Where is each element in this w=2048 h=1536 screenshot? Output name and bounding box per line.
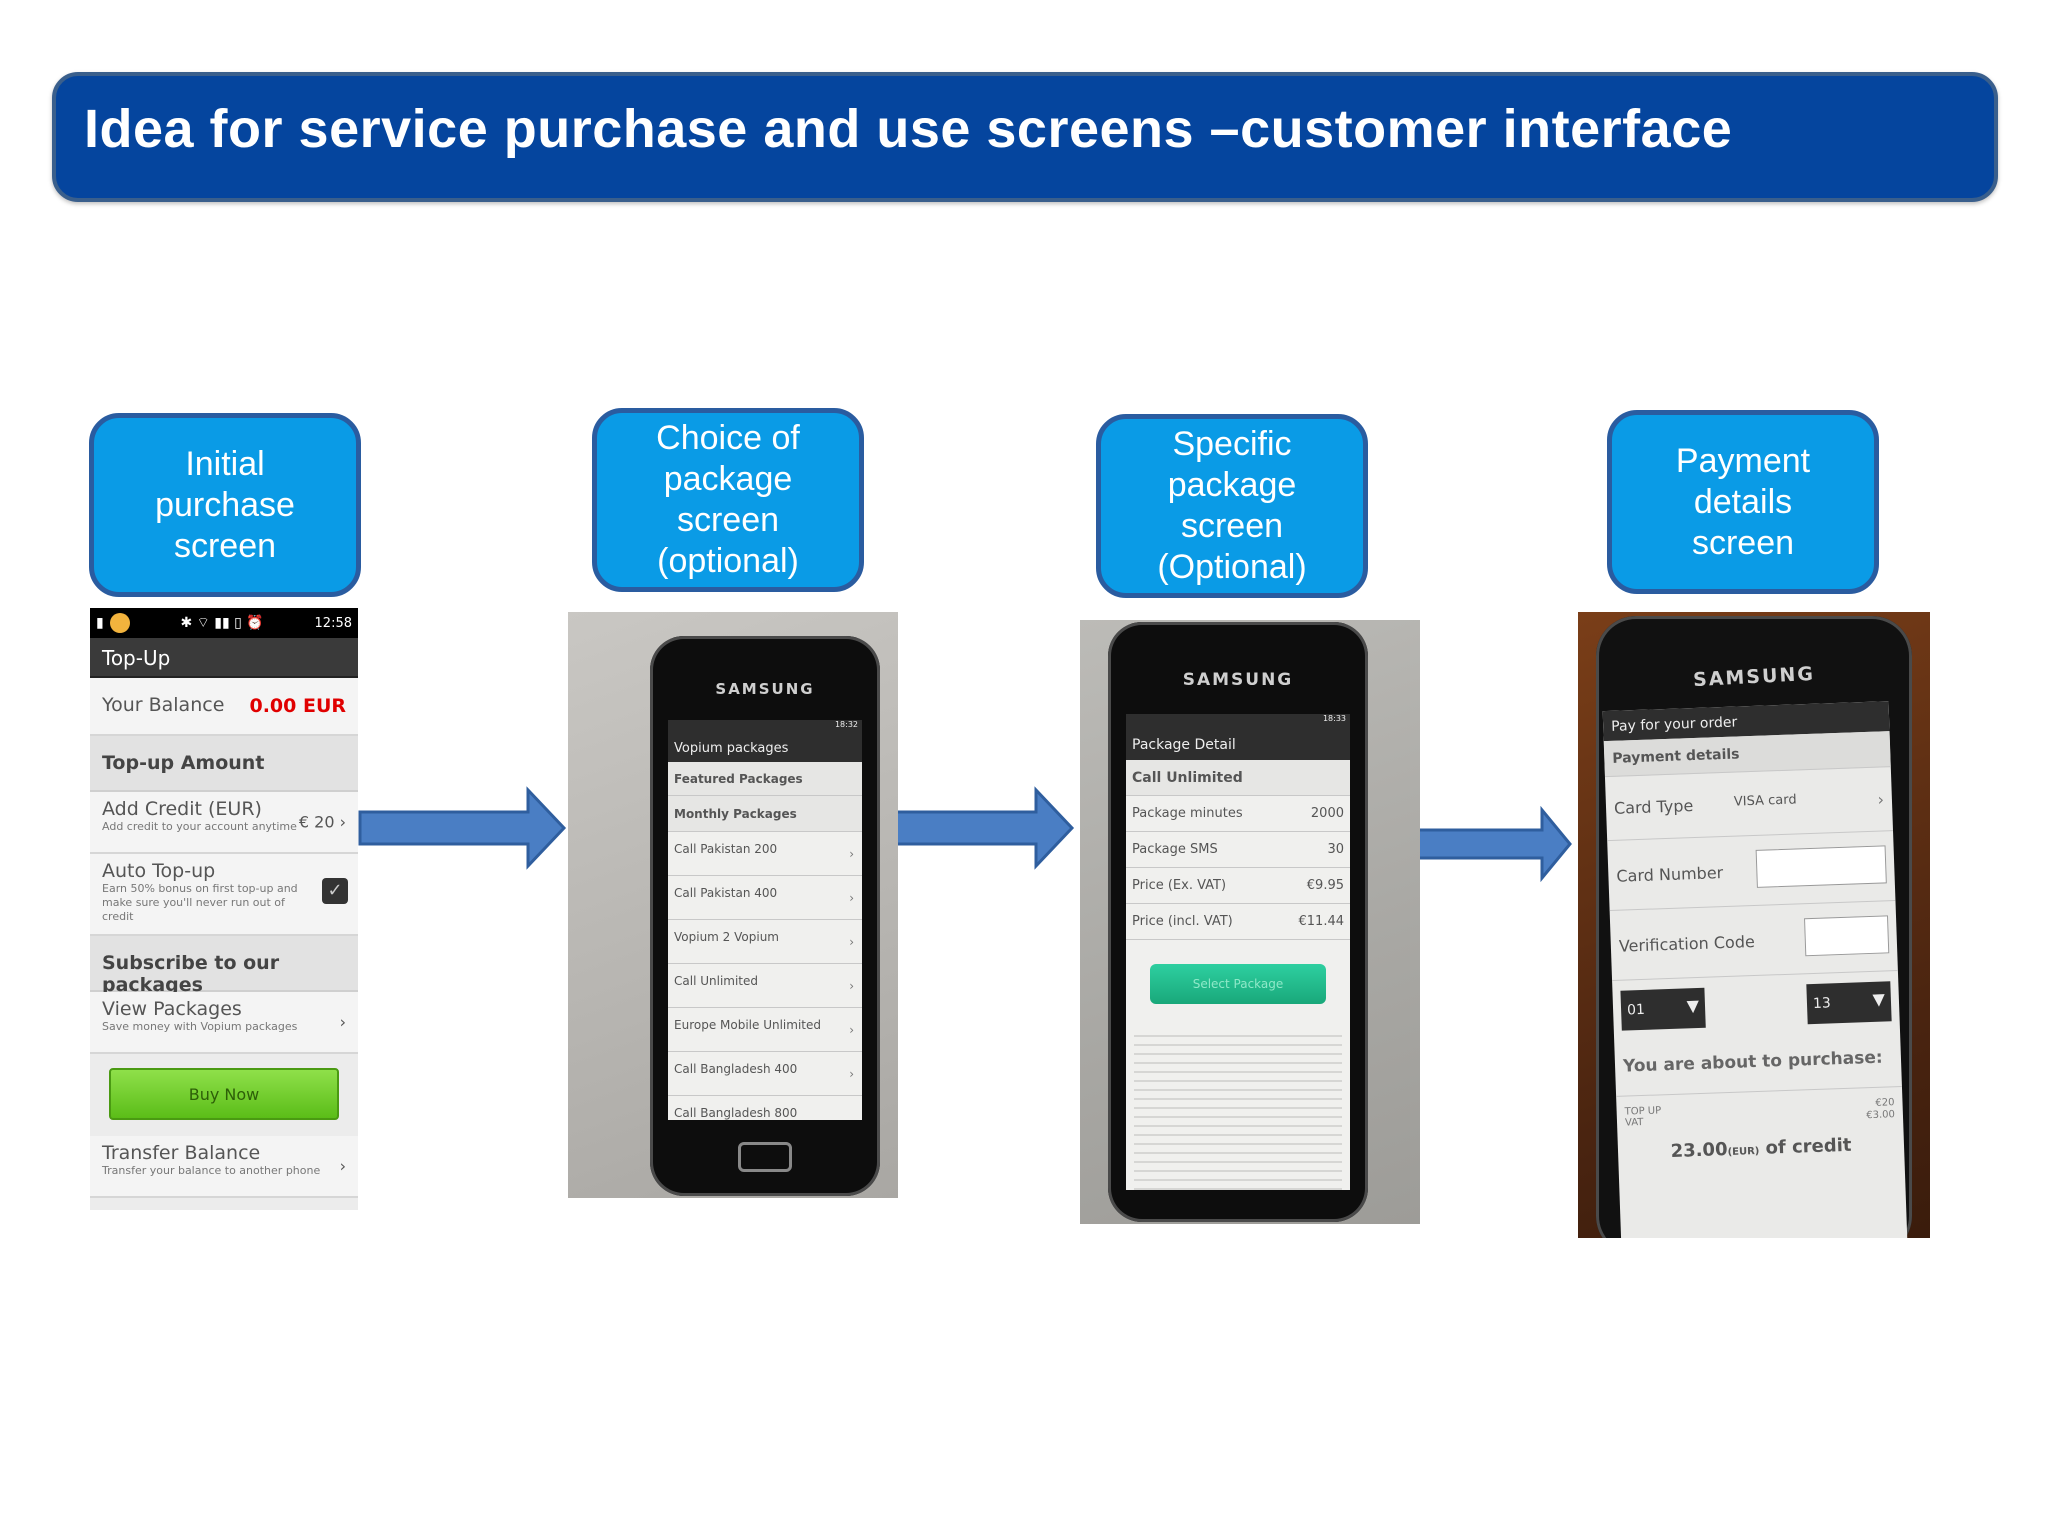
transfer-balance-sub: Transfer your balance to another phone bbox=[102, 1164, 321, 1177]
package-item[interactable]: Call Pakistan 200› bbox=[668, 832, 862, 876]
status-time: 12:58 bbox=[314, 615, 352, 631]
status-time: 18:32 bbox=[668, 720, 862, 734]
monthly-packages-header: Monthly Packages bbox=[668, 796, 862, 832]
auto-topup-sub: Earn 50% bonus on first top-up and make … bbox=[102, 882, 298, 923]
app-icon bbox=[109, 613, 130, 633]
package-item[interactable]: Call Bangladesh 800 bbox=[668, 1096, 862, 1120]
screen-title: Vopium packages bbox=[668, 734, 862, 762]
featured-packages-header: Featured Packages bbox=[668, 762, 862, 796]
phone-body: SAMSUNG Pay for your order Payment detai… bbox=[1596, 616, 1912, 1238]
chevron-down-icon: ▼ bbox=[1872, 989, 1886, 1009]
topup-line-value: €20 bbox=[1875, 1097, 1895, 1109]
phone-brand: SAMSUNG bbox=[715, 680, 815, 698]
phone-body: SAMSUNG 18:32 Vopium packages Featured P… bbox=[650, 636, 880, 1196]
buy-now-wrapper: Buy Now bbox=[90, 1054, 358, 1136]
balance-label: Your Balance bbox=[102, 694, 225, 716]
verification-code-row: Verification Code bbox=[1609, 901, 1898, 981]
flow-arrow-1 bbox=[358, 786, 567, 870]
phone-body: SAMSUNG 18:33 Package Detail Call Unlimi… bbox=[1108, 622, 1368, 1222]
flow-arrow-3 bbox=[1404, 806, 1572, 882]
add-credit-sub: Add credit to your account anytime bbox=[102, 820, 297, 833]
view-packages-label: View Packages bbox=[102, 998, 242, 1020]
card-type-value: VISA card bbox=[1733, 792, 1797, 810]
choice-of-package-photo: SAMSUNG 18:32 Vopium packages Featured P… bbox=[568, 612, 898, 1198]
expiry-row: 01▼ 13▼ bbox=[1612, 971, 1900, 1041]
add-credit-row[interactable]: Add Credit (EUR) Add credit to your acco… bbox=[90, 792, 358, 854]
chevron-right-icon: › bbox=[1877, 789, 1885, 809]
status-bar: ▮ ✱ ⌔ ▮▮ ▯ ⏰ 12:58 bbox=[90, 608, 358, 638]
flow-arrow-2 bbox=[890, 786, 1075, 870]
expiry-year-select[interactable]: 13▼ bbox=[1806, 981, 1892, 1025]
subscribe-header: Subscribe to our packages bbox=[90, 936, 358, 996]
vat-line-value: €3.00 bbox=[1866, 1109, 1896, 1122]
package-item[interactable]: Call Unlimited› bbox=[668, 964, 862, 1008]
buy-now-button[interactable]: Buy Now bbox=[109, 1068, 339, 1120]
screen-title: Top-Up bbox=[90, 638, 358, 678]
chevron-right-icon: › bbox=[339, 812, 346, 832]
initial-purchase-screenshot: ▮ ✱ ⌔ ▮▮ ▯ ⏰ 12:58 Top-Up Your Balance 0… bbox=[90, 608, 358, 1210]
transfer-balance-label: Transfer Balance bbox=[102, 1142, 261, 1164]
chevron-right-icon: › bbox=[339, 1012, 346, 1032]
chevron-right-icon: › bbox=[849, 846, 854, 861]
card-type-label: Card Type bbox=[1613, 796, 1694, 818]
signal-icons: ✱ ⌔ ▮▮ ▯ ⏰ bbox=[180, 615, 264, 631]
add-credit-label: Add Credit (EUR) bbox=[102, 798, 262, 820]
detail-row: Price (incl. VAT)€11.44 bbox=[1126, 904, 1350, 940]
card-number-label: Card Number bbox=[1616, 863, 1724, 886]
slide-title: Idea for service purchase and use screen… bbox=[84, 99, 1733, 159]
chevron-right-icon: › bbox=[849, 1022, 854, 1037]
status-time: 18:33 bbox=[1126, 714, 1350, 730]
terms-text-block bbox=[1134, 1028, 1342, 1190]
phone-screen: Pay for your order Payment details Card … bbox=[1602, 701, 1908, 1238]
screen-title: Package Detail bbox=[1126, 730, 1350, 760]
verification-code-label: Verification Code bbox=[1618, 931, 1756, 956]
expiry-month-select[interactable]: 01▼ bbox=[1620, 987, 1706, 1031]
card-number-row: Card Number bbox=[1607, 831, 1896, 912]
topup-amount-header: Top-up Amount bbox=[90, 736, 358, 792]
package-item[interactable]: Call Bangladesh 400› bbox=[668, 1052, 862, 1096]
view-packages-sub: Save money with Vopium packages bbox=[102, 1020, 298, 1033]
home-button-icon bbox=[738, 1142, 792, 1172]
chevron-right-icon: › bbox=[339, 1156, 346, 1176]
phone-brand: SAMSUNG bbox=[1182, 670, 1294, 690]
transfer-balance-row[interactable]: Transfer Balance Transfer your balance t… bbox=[90, 1136, 358, 1198]
chevron-down-icon: ▼ bbox=[1686, 995, 1700, 1016]
select-package-button[interactable]: Select Package bbox=[1150, 964, 1326, 1004]
add-credit-value: € 20 › bbox=[298, 812, 346, 832]
stage-label-initial-purchase: Initial purchase screen bbox=[89, 413, 361, 597]
stage-label-payment-details: Payment details screen bbox=[1607, 410, 1879, 594]
package-item[interactable]: Call Pakistan 400› bbox=[668, 876, 862, 920]
card-type-row[interactable]: Card Type VISA card › bbox=[1604, 767, 1894, 842]
checkbox-checked-icon[interactable]: ✓ bbox=[322, 878, 348, 904]
payment-details-photo: SAMSUNG Pay for your order Payment detai… bbox=[1578, 612, 1930, 1238]
phone-screen: 18:32 Vopium packages Featured Packages … bbox=[668, 720, 862, 1120]
package-item[interactable]: Vopium 2 Vopium› bbox=[668, 920, 862, 964]
chevron-right-icon: › bbox=[849, 934, 854, 949]
phone-screen: 18:33 Package Detail Call Unlimited Pack… bbox=[1126, 714, 1350, 1190]
chevron-right-icon: › bbox=[849, 890, 854, 905]
slide-title-bar: Idea for service purchase and use screen… bbox=[52, 72, 1998, 202]
specific-package-photo: SAMSUNG 18:33 Package Detail Call Unlimi… bbox=[1080, 620, 1420, 1224]
notification-icon: ▮ bbox=[96, 615, 104, 631]
package-item[interactable]: Europe Mobile Unlimited› bbox=[668, 1008, 862, 1052]
purchase-summary-text: You are about to purchase: bbox=[1614, 1030, 1902, 1097]
auto-topup-row[interactable]: Auto Top-up Earn 50% bonus on first top-… bbox=[90, 854, 358, 936]
stage-label-choice-of-package: Choice of package screen (optional) bbox=[592, 408, 864, 592]
stage-label-specific-package: Specific package screen (Optional) bbox=[1096, 414, 1368, 598]
chevron-right-icon: › bbox=[849, 978, 854, 993]
package-name: Call Unlimited bbox=[1126, 760, 1350, 796]
view-packages-row[interactable]: View Packages Save money with Vopium pac… bbox=[90, 992, 358, 1054]
detail-row: Price (Ex. VAT)€9.95 bbox=[1126, 868, 1350, 904]
balance-row: Your Balance 0.00 EUR bbox=[90, 678, 358, 736]
balance-value: 0.00 EUR bbox=[249, 695, 346, 717]
card-number-input[interactable] bbox=[1755, 845, 1887, 888]
phone-brand: SAMSUNG bbox=[1692, 662, 1816, 692]
auto-topup-label: Auto Top-up bbox=[102, 860, 216, 882]
verification-code-input[interactable] bbox=[1804, 915, 1890, 957]
chevron-right-icon: › bbox=[849, 1066, 854, 1081]
